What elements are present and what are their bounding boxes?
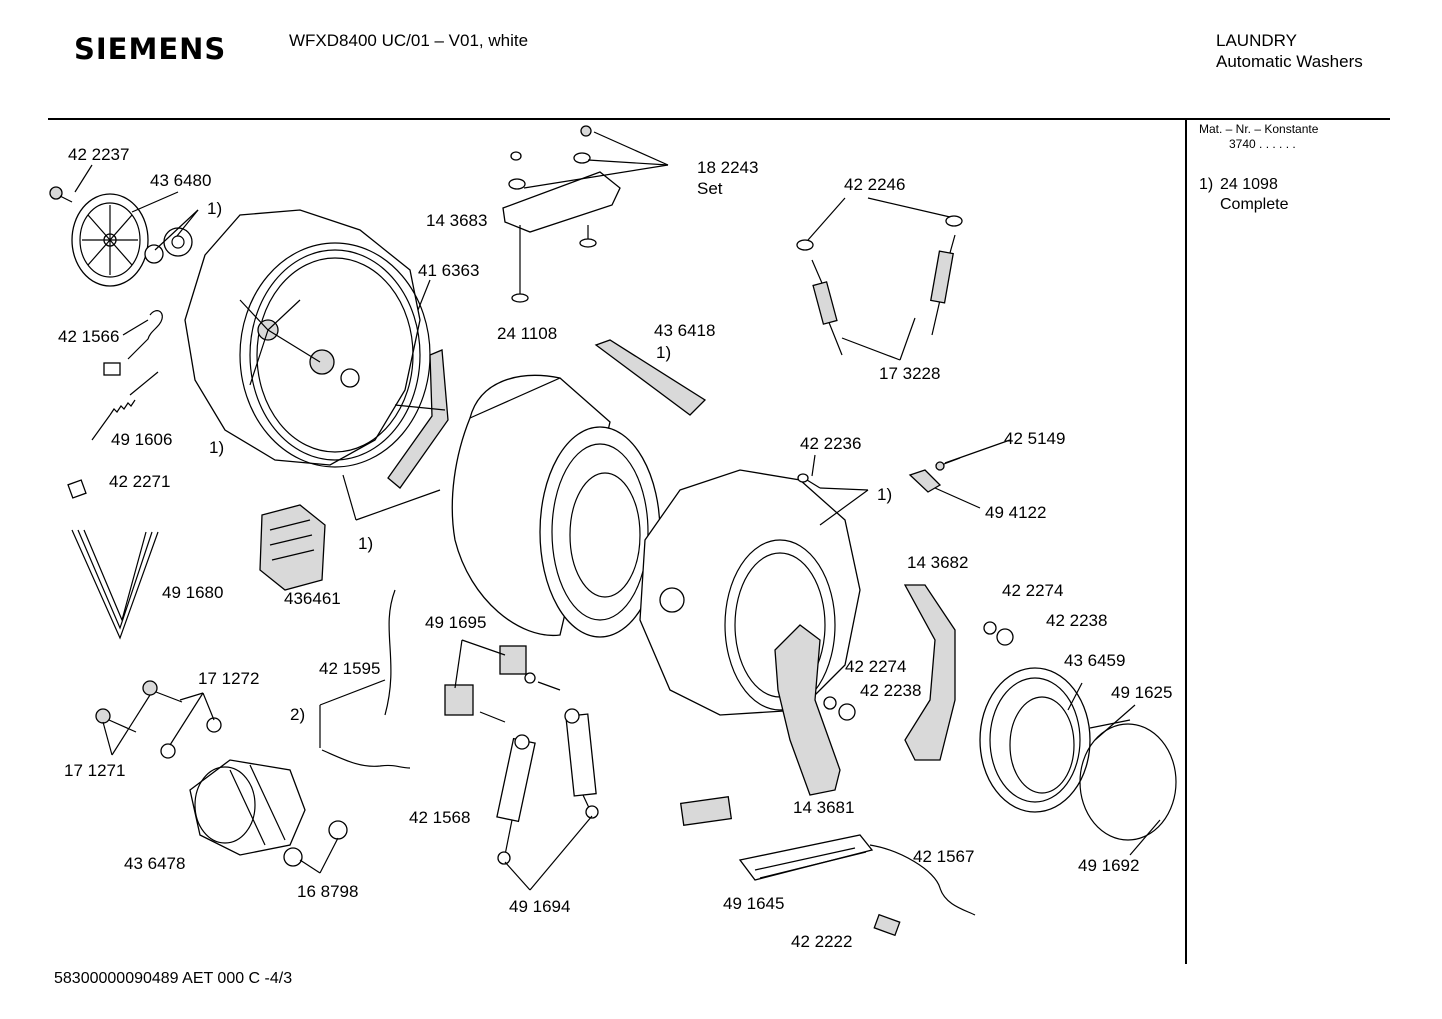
hinge-icon (903, 584, 956, 761)
heater-icon (679, 796, 901, 937)
part-label: 42 2274 (845, 657, 907, 676)
exploded-diagram (49, 125, 1177, 937)
part-label: 1) (877, 485, 893, 504)
part-label: 42 2274 (1002, 581, 1064, 600)
doc-code: 58300000090489 AET 000 C -4/3 (54, 970, 293, 987)
part-label: 43 6459 (1064, 651, 1126, 670)
part-label: 16 8798 (297, 882, 359, 901)
part-label: 17 1271 (64, 761, 126, 780)
part-label: 14 3682 (907, 553, 969, 572)
part-label: 49 1695 (425, 613, 487, 632)
part-label: 42 1595 (319, 659, 381, 678)
shock-absorber-icon (496, 708, 599, 865)
spring-icon (91, 371, 159, 441)
harness-icon (321, 749, 411, 769)
part-label: 18 2243 (697, 158, 759, 177)
door-seal-icon (979, 667, 1177, 841)
part-label: 17 1272 (198, 669, 260, 688)
spider-icon (387, 349, 449, 489)
part-label: 43 6478 (124, 854, 186, 873)
part-label: 42 1568 (409, 808, 471, 827)
part-label: Set (697, 179, 723, 198)
subcategory: Automatic Washers (1216, 52, 1363, 71)
part-label: 49 1694 (509, 897, 571, 916)
pulley-icon (49, 186, 193, 287)
part-label: 42 2222 (791, 932, 853, 951)
part-label: 49 1625 (1111, 683, 1173, 702)
note-number: 1) (1199, 176, 1214, 193)
control-module-icon (259, 504, 326, 591)
part-label: 42 2238 (860, 681, 922, 700)
leader-lines (74, 131, 1161, 891)
part-label: 42 2237 (68, 145, 130, 164)
constant-header: Mat. – Nr. – Konstante (1199, 122, 1319, 136)
note-part: 24 1098 (1220, 176, 1278, 193)
brand-logo: SIEMENS (74, 32, 227, 66)
part-label: 14 3681 (793, 798, 855, 817)
part-label: 42 5149 (1004, 429, 1066, 448)
part-label: 42 1566 (58, 327, 120, 346)
part-label: 42 1567 (913, 847, 975, 866)
tub-icon (639, 469, 861, 716)
note-text: Complete (1220, 196, 1289, 213)
part-label: 49 1680 (162, 583, 224, 602)
part-label: 14 3683 (426, 211, 488, 230)
part-label: 41 6363 (418, 261, 480, 280)
part-label: 24 1108 (497, 324, 558, 343)
category: LAUNDRY (1216, 31, 1297, 50)
screw-icon (797, 457, 1014, 721)
part-label: 43 6480 (150, 171, 212, 190)
drum-icon (451, 374, 661, 638)
clip-icon (103, 362, 121, 376)
part-label: 42 2236 (800, 434, 862, 453)
clip-icon (67, 479, 87, 499)
clip-icon (127, 310, 163, 360)
part-label: 49 1692 (1078, 856, 1140, 875)
part-label: 42 2246 (844, 175, 906, 194)
belt-icon (71, 529, 159, 640)
part-label: 1) (358, 534, 374, 553)
part-label: 43 6418 (654, 321, 716, 340)
lifter-icon (594, 339, 707, 416)
header-divider (48, 118, 1390, 120)
part-label: 1) (209, 438, 225, 457)
screw-icon (95, 680, 222, 759)
part-label: 2) (290, 705, 306, 724)
model-title: WFXD8400 UC/01 – V01, white (289, 31, 529, 50)
harness-icon (384, 589, 396, 716)
part-label: 436461 (284, 589, 341, 608)
bracket-icon (502, 125, 621, 303)
part-label: 49 1645 (723, 894, 785, 913)
tub-icon (184, 209, 421, 466)
part-label: 49 4122 (985, 503, 1047, 522)
shaft-icon (394, 404, 446, 411)
sidebar-divider (1185, 119, 1187, 964)
spring-icon (796, 215, 963, 356)
bracket-icon (444, 645, 561, 723)
part-label: 17 3228 (879, 364, 941, 383)
part-label: 1) (656, 343, 672, 362)
constant-value: 3740 . . . . . . (1229, 137, 1296, 151)
motor-icon (189, 759, 348, 867)
harness-icon (869, 844, 976, 916)
part-label: 49 1606 (111, 430, 173, 449)
part-label: 1) (207, 199, 223, 218)
part-label: 42 2271 (109, 472, 171, 491)
hinge-icon (774, 624, 841, 796)
part-label: 42 2238 (1046, 611, 1108, 630)
